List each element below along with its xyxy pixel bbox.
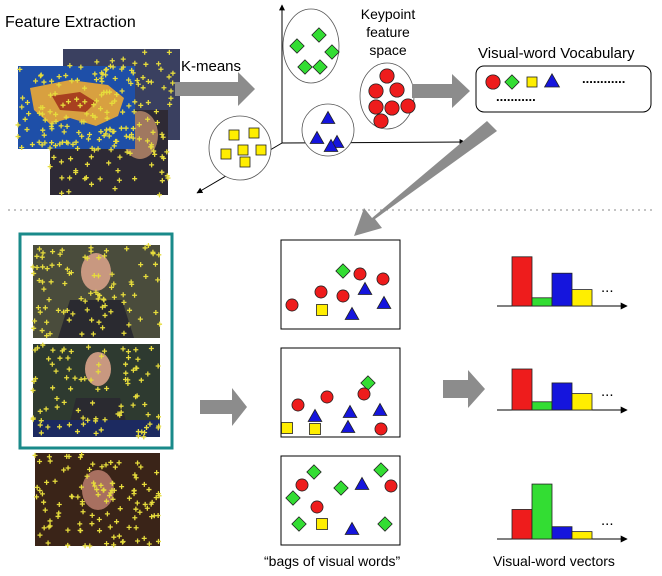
red-circle-word <box>286 299 298 311</box>
red-circle-word <box>337 290 349 302</box>
red-circle-word <box>375 423 387 435</box>
vocabulary-dots-1: ............ <box>582 71 625 86</box>
vocabulary-title: Visual-word Vocabulary <box>478 45 635 62</box>
red-circle-word <box>486 75 500 89</box>
histogram-bar-red <box>512 369 532 410</box>
yellow-square-word <box>221 149 231 159</box>
histogram-bar-blue <box>552 383 572 410</box>
red-circle-word <box>390 83 404 97</box>
histogram-bar-green <box>532 484 552 539</box>
to-vectors-arrow <box>443 370 485 408</box>
yellow-square-word <box>229 130 239 140</box>
red-circle-word <box>296 479 308 491</box>
to-bags-arrow <box>200 388 247 426</box>
red-circle-word <box>401 99 415 113</box>
histogram-bar-blue <box>552 527 572 539</box>
yellow-square-word <box>527 77 537 87</box>
red-circle-word <box>369 84 383 98</box>
yellow-square-word <box>240 157 250 167</box>
red-circle-word <box>321 391 333 403</box>
red-circle-word <box>385 480 397 492</box>
histogram-ellipsis: ... <box>601 512 614 529</box>
red-circle-word <box>374 114 388 128</box>
red-circle-word <box>380 69 394 83</box>
histogram-ellipsis: ... <box>601 279 614 296</box>
red-circle-word <box>369 100 383 114</box>
histogram-bar-green <box>532 298 552 306</box>
red-circle-word <box>354 268 366 280</box>
keypoint-space-label-2: feature <box>366 24 410 40</box>
histogram-bar-red <box>512 509 532 539</box>
yellow-square-word <box>238 145 248 155</box>
histogram-bar-yellow <box>572 394 592 410</box>
feature-extraction-label: Feature Extraction <box>5 14 136 31</box>
yellow-square-word <box>256 145 266 155</box>
red-circle-word <box>358 388 370 400</box>
vectors-caption: Visual-word vectors <box>493 553 615 569</box>
histogram-bar-yellow <box>572 532 592 539</box>
histogram-bar-green <box>532 402 552 410</box>
to-vocabulary-arrow <box>412 74 470 108</box>
yellow-square-word <box>249 128 259 138</box>
kmeans-label: K-means <box>181 58 241 75</box>
keypoint-space-label-1: Keypoint <box>361 6 416 22</box>
histogram-ellipsis: ... <box>601 383 614 400</box>
yellow-square-word <box>310 424 321 435</box>
keypoint-space-label-3: space <box>369 42 407 58</box>
histogram-bar-blue <box>552 273 572 306</box>
red-circle-word <box>315 286 327 298</box>
yellow-square-word <box>282 423 293 434</box>
vocabulary-to-bags-arrow <box>354 121 497 236</box>
bags-caption: “bags of visual words” <box>264 553 401 569</box>
yellow-square-word <box>317 305 328 316</box>
kmeans-arrow <box>175 72 255 106</box>
vocabulary-dots-2: ........... <box>496 89 536 104</box>
histogram-bar-yellow <box>572 290 592 306</box>
red-circle-word <box>377 273 389 285</box>
histogram-bar-red <box>512 257 532 306</box>
red-circle-word <box>311 501 323 513</box>
yellow-square-word <box>317 519 328 530</box>
red-circle-word <box>385 101 399 115</box>
red-circle-word <box>292 399 304 411</box>
